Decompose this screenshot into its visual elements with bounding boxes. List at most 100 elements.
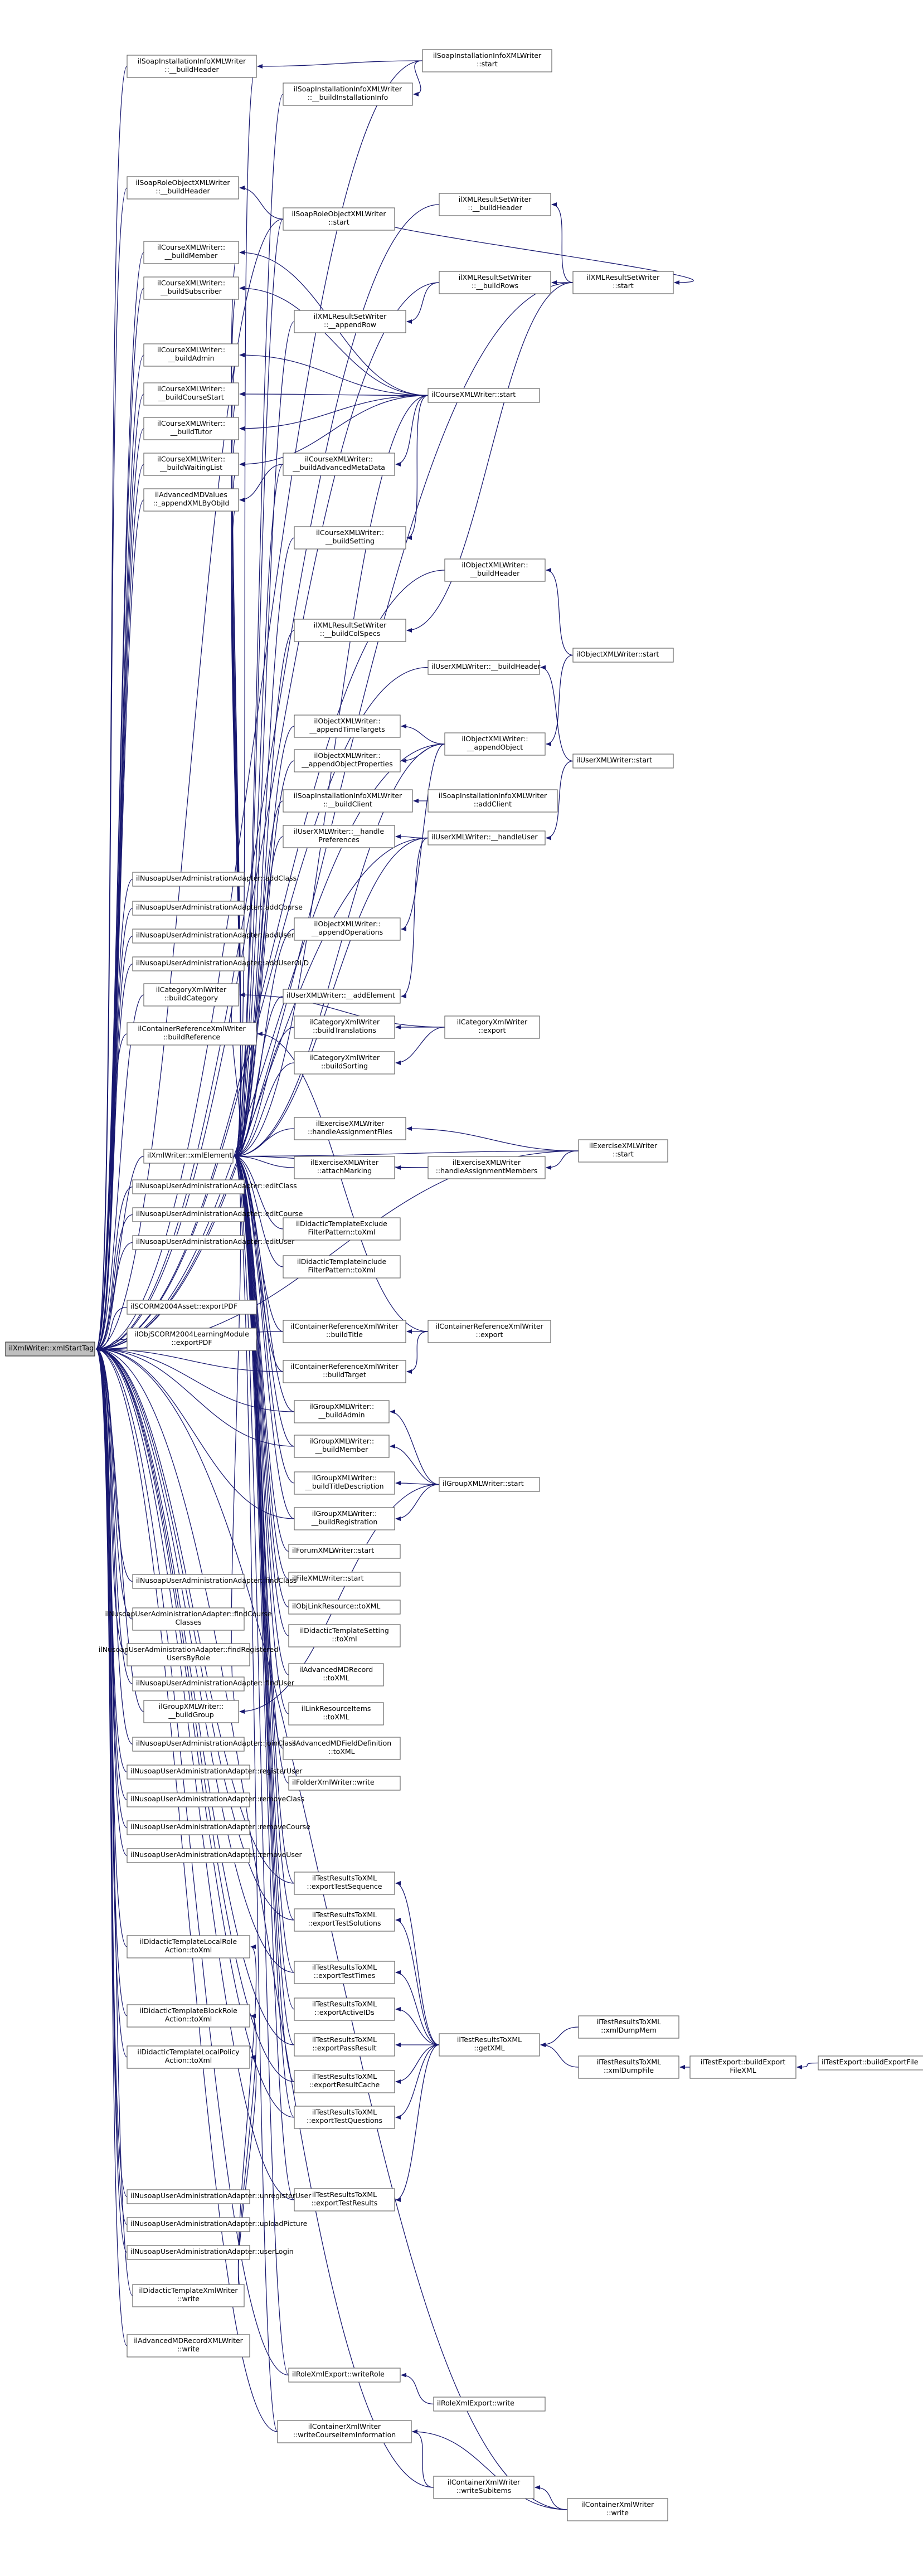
graph-node-testres_sequence[interactable]: ilTestResultsToXML::exportTestSequence <box>294 1872 395 1895</box>
graph-node-xmlRS_buildHeader[interactable]: ilXMLResultSetWriter::__buildHeader <box>439 193 551 216</box>
graph-node-testres_getXML[interactable]: ilTestResultsToXML::getXML <box>439 2033 540 2057</box>
graph-node-nic_editUser[interactable]: ilNusoapUserAdministrationAdapter::editU… <box>132 1235 295 1250</box>
graph-node-course_buildWaitingList[interactable]: ilCourseXMLWriter::__buildWaitingList <box>143 453 239 476</box>
graph-node-didactic_xmlWrite[interactable]: ilDidacticTemplateXmlWriter::write <box>132 2284 245 2307</box>
graph-node-scorm2004_assetPDF[interactable]: ilSCORM2004Asset::exportPDF <box>127 1300 257 1315</box>
graph-node-group_buildRegistration[interactable]: ilGroupXMLWriter::__buildRegistration <box>294 1507 395 1530</box>
graph-node-object_appendObject[interactable]: ilObjectXMLWriter::__appendObject <box>444 732 546 756</box>
graph-node-soapInst_start[interactable]: ilSoapInstallationInfoXMLWriter::start <box>422 49 552 72</box>
graph-node-course_buildMember[interactable]: ilCourseXMLWriter::__buildMember <box>143 241 239 264</box>
graph-node-user_addElement[interactable]: ilUserXMLWriter::__addElement <box>283 989 401 1004</box>
graph-node-object_appendTimeTargets[interactable]: ilObjectXMLWriter::__appendTimeTargets <box>294 715 401 738</box>
graph-node-nic_removeClass[interactable]: ilNusoapUserAdministrationAdapter::remov… <box>127 1792 304 1807</box>
graph-node-nic_userLogin[interactable]: ilNusoapUserAdministrationAdapter::userL… <box>127 2245 294 2260</box>
graph-node-testres_times[interactable]: ilTestResultsToXML::exportTestTimes <box>294 1961 395 1984</box>
graph-node-didactic_excludeFilter[interactable]: ilDidacticTemplateExcludeFilterPattern::… <box>283 1217 401 1241</box>
graph-node-container_writeSubitems[interactable]: ilContainerXmlWriter::writeSubitems <box>433 2476 535 2499</box>
graph-node-advmd_recordXmlWrite[interactable]: ilAdvancedMDRecordXMLWriter::write <box>127 2334 250 2358</box>
graph-node-nic_joinClass[interactable]: ilNusoapUserAdministrationAdapter::joinC… <box>132 1737 296 1752</box>
graph-node-linkResourceItems[interactable]: ilLinkResourceItems::toXML <box>288 1702 384 1726</box>
graph-node-testres_xmlDumpFile[interactable]: ilTestResultsToXML::xmlDumpFile <box>578 2055 679 2079</box>
graph-node-exercise_attachMarking[interactable]: ilExerciseXMLWriter::attachMarking <box>294 1156 395 1179</box>
graph-node-category_buildTranslations[interactable]: ilCategoryXmlWriter::buildTranslations <box>294 1015 395 1039</box>
graph-node-exercise_handleAssignmentMembers[interactable]: ilExerciseXMLWriter::handleAssignmentMem… <box>428 1156 546 1179</box>
graph-node-folder_write[interactable]: ilFolderXmlWriter::write <box>288 1776 401 1791</box>
graph-node-course_buildAdvMD[interactable]: ilCourseXMLWriter::__buildAdvancedMetaDa… <box>283 453 395 476</box>
graph-node-soapInst_buildClient[interactable]: ilSoapInstallationInfoXMLWriter::__build… <box>283 789 413 813</box>
graph-node-nic_uploadPicture[interactable]: ilNusoapUserAdministrationAdapter::uploa… <box>127 2217 308 2232</box>
graph-node-xmlRS_appendRow[interactable]: ilXMLResultSetWriter::__appendRow <box>294 310 406 333</box>
graph-node-category_buildCategory[interactable]: ilCategoryXmlWriter::buildCategory <box>143 983 239 1007</box>
graph-node-advmd_record[interactable]: ilAdvancedMDRecord::toXML <box>288 1663 384 1686</box>
graph-node-nic_findRegistered[interactable]: ilNusoapUserAdministrationAdapter::findR… <box>99 1643 278 1666</box>
graph-node-didactic_localPolicy[interactable]: ilDidacticTemplateLocalPolicyAction::toX… <box>127 2045 250 2069</box>
graph-node-advmd_fieldDef[interactable]: ilAdvancedMDFieldDefinition::toXML <box>283 1737 401 1760</box>
graph-node-container_writeCourseItem[interactable]: ilContainerXmlWriter::writeCourseItemInf… <box>277 2420 412 2443</box>
graph-node-object_appendOperations[interactable]: ilObjectXMLWriter::__appendOperations <box>294 917 401 941</box>
graph-node-nic_findClass[interactable]: ilNusoapUserAdministrationAdapter::findC… <box>132 1574 297 1589</box>
graph-node-object_start[interactable]: ilObjectXMLWriter::start <box>572 648 674 663</box>
graph-node-root[interactable]: ilXmlWriter::xmlStartTag <box>5 1342 95 1357</box>
graph-node-nic_editClass[interactable]: ilNusoapUserAdministrationAdapter::editC… <box>132 1179 297 1194</box>
graph-node-soapInst_buildHeader[interactable]: ilSoapInstallationInfoXMLWriter::__build… <box>127 55 257 78</box>
graph-node-course_buildSubscriber[interactable]: ilCourseXMLWriter::__buildSubscriber <box>143 276 239 300</box>
graph-node-container_write[interactable]: ilContainerXmlWriter::write <box>567 2498 668 2521</box>
graph-node-testres_resultCache[interactable]: ilTestResultsToXML::exportResultCache <box>294 2070 395 2093</box>
graph-node-nic_registerUser[interactable]: ilNusoapUserAdministrationAdapter::regis… <box>127 1765 303 1780</box>
graph-node-forum_start[interactable]: ilForumXMLWriter::start <box>288 1544 401 1559</box>
graph-node-nic_addUser[interactable]: ilNusoapUserAdministrationAdapter::addUs… <box>132 929 295 944</box>
graph-node-testres_solutions[interactable]: ilTestResultsToXML::exportTestSolutions <box>294 1908 395 1932</box>
graph-node-role_write[interactable]: ilRoleXmlExport::write <box>433 2397 546 2412</box>
graph-node-user_handleUser[interactable]: ilUserXMLWriter::__handleUser <box>428 830 546 845</box>
graph-node-xmlRS_buildColSpecs[interactable]: ilXMLResultSetWriter::__buildColSpecs <box>294 619 406 642</box>
graph-node-testres_questions[interactable]: ilTestResultsToXML::exportTestQuestions <box>294 2106 395 2129</box>
graph-node-didactic_includeFilter[interactable]: ilDidacticTemplateIncludeFilterPattern::… <box>283 1255 401 1279</box>
graph-node-course_buildSetting[interactable]: ilCourseXMLWriter::__buildSetting <box>294 526 406 550</box>
graph-node-testres_activeIds[interactable]: ilTestResultsToXML::exportActiveIDs <box>294 1997 395 2021</box>
graph-node-soapRole_buildHeader[interactable]: ilSoapRoleObjectXMLWriter::__buildHeader <box>127 176 239 200</box>
graph-node-testres_passResult[interactable]: ilTestResultsToXML::exportPassResult <box>294 2033 395 2057</box>
graph-node-course_buildTutor[interactable]: ilCourseXMLWriter::__buildTutor <box>143 417 239 440</box>
graph-node-nic_addCourse[interactable]: ilNusoapUserAdministrationAdapter::addCo… <box>132 901 303 916</box>
graph-node-object_appendObjectProps[interactable]: ilObjectXMLWriter::__appendObjectPropert… <box>294 749 401 772</box>
graph-node-objLinkResource_toXML[interactable]: ilObjLinkResource::toXML <box>288 1600 401 1615</box>
graph-node-testres_xmlDumpMem[interactable]: ilTestResultsToXML::xmlDumpMem <box>578 2015 679 2039</box>
graph-node-file_start[interactable]: ilFileXMLWriter::start <box>288 1572 401 1587</box>
graph-node-user_start[interactable]: ilUserXMLWriter::start <box>572 754 674 769</box>
graph-node-didactic_setting[interactable]: ilDidacticTemplateSetting::toXml <box>288 1624 401 1647</box>
graph-node-xmlElement[interactable]: ilXmlWriter::xmlElement <box>143 1149 234 1164</box>
graph-node-course_buildAdmin[interactable]: ilCourseXMLWriter::__buildAdmin <box>143 343 239 367</box>
graph-node-nic_removeCourse[interactable]: ilNusoapUserAdministrationAdapter::remov… <box>127 1820 310 1835</box>
graph-node-course_start[interactable]: ilCourseXMLWriter::start <box>428 388 540 403</box>
graph-node-containerRef_export[interactable]: ilContainerReferenceXmlWriter::export <box>428 1320 551 1343</box>
graph-node-nic_findCourseClasses[interactable]: ilNusoapUserAdministrationAdapter::findC… <box>105 1607 272 1631</box>
graph-node-soapRole_start[interactable]: ilSoapRoleObjectXMLWriter::start <box>283 207 395 231</box>
graph-node-containerRef_buildTarget[interactable]: ilContainerReferenceXmlWriter::buildTarg… <box>283 1360 406 1383</box>
graph-node-nic_addUserOLD[interactable]: ilNusoapUserAdministrationAdapter::addUs… <box>132 956 309 971</box>
graph-node-soapInst_addClient[interactable]: ilSoapInstallationInfoXMLWriter::addClie… <box>428 789 558 813</box>
graph-node-testexport_buildExportFile[interactable]: ilTestExport::buildExportFile <box>818 2055 923 2070</box>
graph-node-containerRef_buildTitle[interactable]: ilContainerReferenceXmlWriter::buildTitl… <box>283 1320 406 1343</box>
graph-node-category_export[interactable]: ilCategoryXmlWriter::export <box>444 1015 540 1039</box>
graph-node-object_buildHeader[interactable]: ilObjectXMLWriter::__buildHeader <box>444 558 546 582</box>
graph-node-user_buildHeader[interactable]: ilUserXMLWriter::__buildHeader <box>428 660 541 675</box>
graph-node-nic_unregisterUser[interactable]: ilNusoapUserAdministrationAdapter::unreg… <box>127 2189 312 2204</box>
graph-node-containerRef_buildReference[interactable]: ilContainerReferenceXmlWriter::buildRefe… <box>127 1022 257 1046</box>
graph-node-group_buildAdmin[interactable]: ilGroupXMLWriter::__buildAdmin <box>294 1400 390 1423</box>
graph-node-nic_editCourse[interactable]: ilNusoapUserAdministrationAdapter::editC… <box>132 1207 303 1222</box>
graph-node-nic_findUser[interactable]: ilNusoapUserAdministrationAdapter::findU… <box>132 1676 295 1692</box>
graph-node-category_buildSorting[interactable]: ilCategoryXmlWriter::buildSorting <box>294 1051 395 1075</box>
graph-node-xmlRS_buildRows[interactable]: ilXMLResultSetWriter::__buildRows <box>439 271 551 294</box>
graph-node-scorm2004_lmPDF[interactable]: ilObjSCORM2004LearningModule::exportPDF <box>127 1328 257 1351</box>
graph-node-exercise_start[interactable]: ilExerciseXMLWriter::start <box>578 1139 668 1163</box>
graph-node-nic_removeUser[interactable]: ilNusoapUserAdministrationAdapter::remov… <box>127 1848 303 1863</box>
graph-node-nic_addClass[interactable]: ilNusoapUserAdministrationAdapter::addCl… <box>132 872 297 887</box>
graph-node-advmd_appendXML[interactable]: ilAdvancedMDValues::_appendXMLByObjId <box>143 488 239 512</box>
graph-node-xmlRS_start[interactable]: ilXMLResultSetWriter::start <box>572 271 674 294</box>
graph-node-role_writeRole[interactable]: ilRoleXmlExport::writeRole <box>288 2368 401 2383</box>
graph-node-group_buildGroup[interactable]: ilGroupXMLWriter::__buildGroup <box>143 1700 239 1723</box>
